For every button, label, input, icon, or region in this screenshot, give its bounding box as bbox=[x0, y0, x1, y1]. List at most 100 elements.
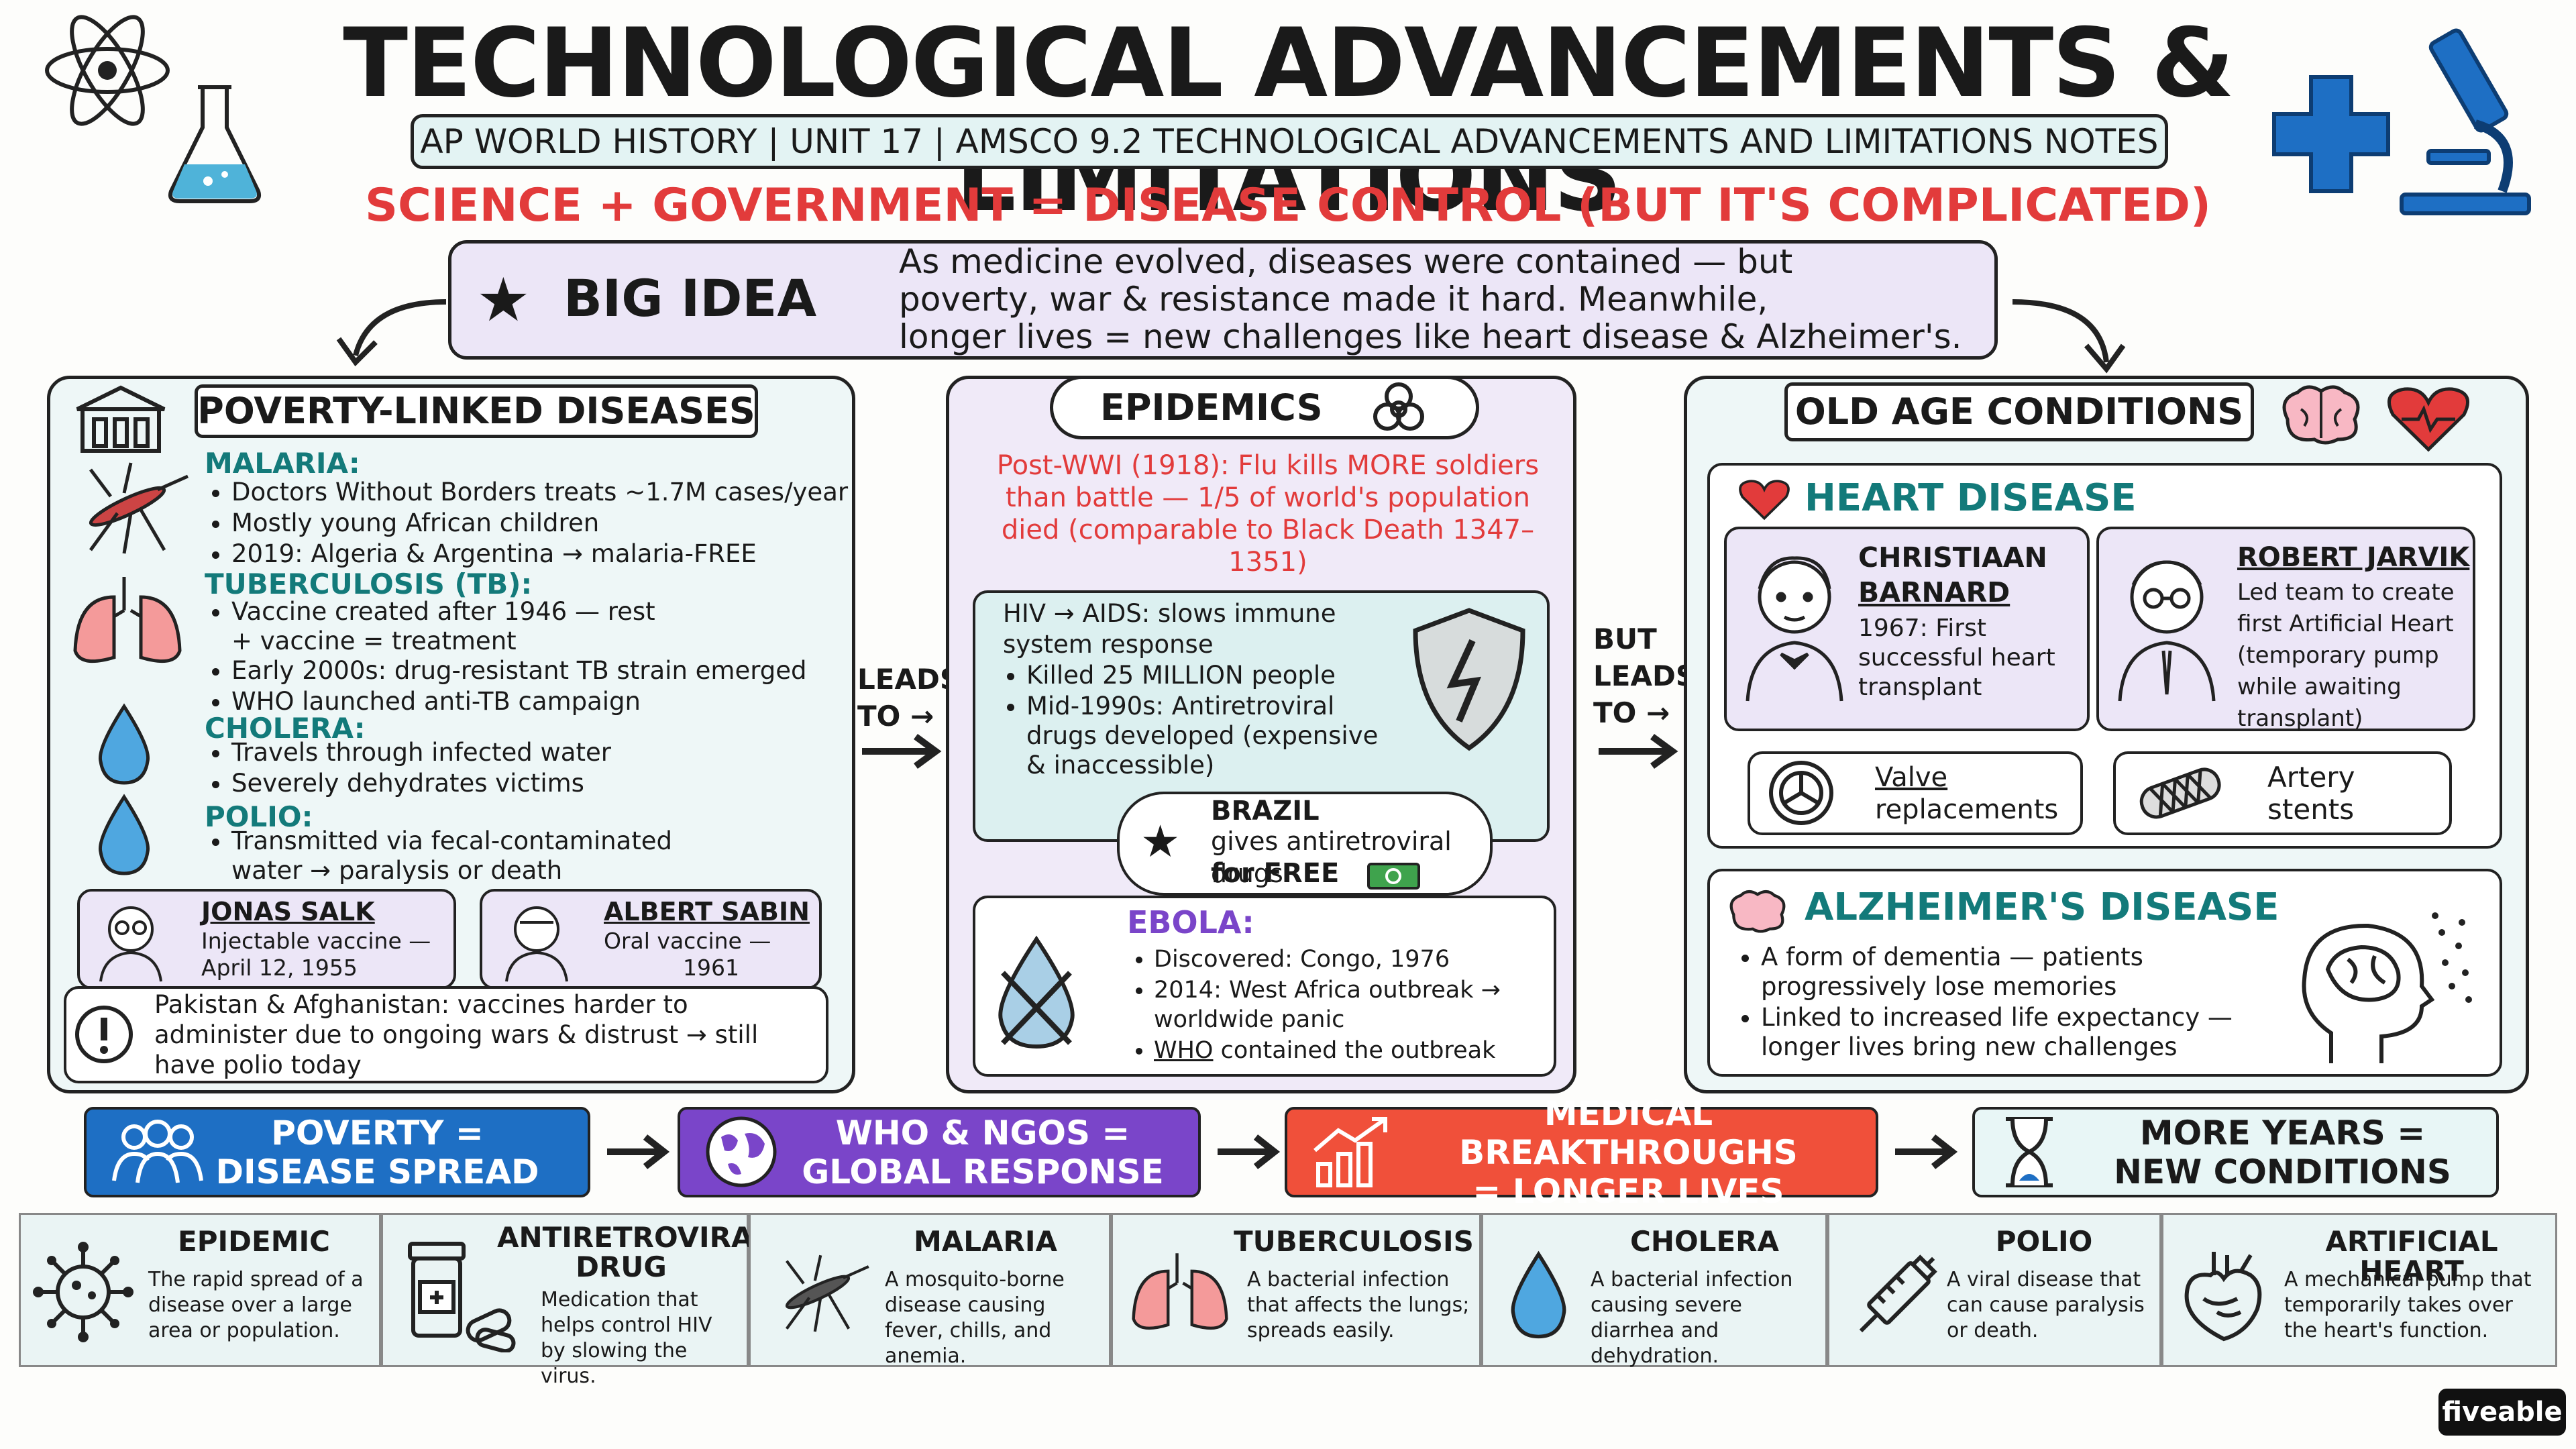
list-item: Doctors Without Borders treats ~1.7M cas… bbox=[231, 478, 849, 507]
list-item: Discovered: Congo, 1976 bbox=[1154, 945, 1550, 974]
avatar bbox=[1734, 537, 1855, 704]
biohazard-icon bbox=[1368, 379, 1429, 439]
brazil-text: gives antiretroviral drugs bbox=[1211, 826, 1452, 888]
cholera-bullets: Travels through infected water Severely … bbox=[205, 738, 849, 800]
ebola-bullets: Discovered: Congo, 1976 2014: West Afric… bbox=[1127, 945, 1550, 1067]
glossary-definition: A bacterial infection that affects the l… bbox=[1247, 1268, 1470, 1342]
brand-logo[interactable]: fiveable bbox=[2438, 1389, 2566, 1436]
syringe-icon bbox=[1846, 1242, 1947, 1349]
list-item: 2014: West Africa outbreak → worldwide p… bbox=[1154, 975, 1550, 1034]
arrow-right-icon bbox=[1595, 731, 1682, 771]
alzheimers-bullets: A form of dementia — patients progressiv… bbox=[1734, 943, 2257, 1063]
list-item: Mid-1990s: Antiretroviral drugs develope… bbox=[1026, 692, 1402, 780]
water-drop-icon bbox=[1500, 1248, 1577, 1342]
big-idea-box bbox=[448, 240, 1998, 360]
list-item: Transmitted via fecal-contaminated water… bbox=[231, 826, 741, 885]
microscope-icon bbox=[2388, 17, 2542, 218]
curved-arrow-left-icon bbox=[322, 288, 456, 369]
sabin-desc-2: 1961 bbox=[683, 955, 739, 981]
barnard-name-1: CHRISTIAAN bbox=[1858, 541, 2047, 574]
brazil-box bbox=[1117, 792, 1493, 896]
but-leads-to-line-1: BUT bbox=[1593, 623, 1657, 655]
sabin-desc-1: Oral vaccine — bbox=[604, 928, 771, 954]
salk-name: JONAS SALK bbox=[201, 897, 375, 926]
list-item: WHO contained the outbreak bbox=[1154, 1036, 1550, 1065]
tagline: SCIENCE + GOVERNMENT = DISEASE CONTROL (… bbox=[365, 179, 2211, 232]
mosquito-icon bbox=[764, 1248, 871, 1336]
glossary-term: TUBERCULOSIS bbox=[1234, 1225, 1474, 1258]
big-idea-line-2: poverty, war & resistance made it hard. … bbox=[899, 280, 1768, 319]
poverty-title: POVERTY-LINKED DISEASES bbox=[197, 390, 755, 432]
ebola-heading: EBOLA: bbox=[1127, 904, 1254, 941]
poverty-title-box bbox=[195, 384, 758, 438]
crossed-drop-icon bbox=[986, 932, 1087, 1053]
stent-icon bbox=[2130, 761, 2231, 825]
list-item: Vaccine created after 1946 — rest + vacc… bbox=[231, 597, 674, 656]
glossary-term: ANTIRETROVIRAL DRUG bbox=[497, 1221, 771, 1283]
glossary-card-artificial-heart: ARTIFICIAL HEART A mechanical pump that … bbox=[2161, 1213, 2557, 1367]
flow-line-1: POVERTY = bbox=[271, 1113, 484, 1152]
jarvik-desc: Led team to create first Artificial Hear… bbox=[2237, 579, 2455, 732]
who-link-text: WHO bbox=[1154, 1037, 1214, 1064]
list-item: Killed 25 MILLION people bbox=[1026, 661, 1402, 690]
list-item: Mostly young African children bbox=[231, 508, 849, 538]
subtitle-text: AP WORLD HISTORY | UNIT 17 | AMSCO 9.2 T… bbox=[420, 122, 2159, 161]
glossary-term: MALARIA bbox=[913, 1225, 1058, 1258]
big-idea-label: BIG IDEA bbox=[564, 268, 817, 328]
big-idea-line-3: longer lives = new challenges like heart… bbox=[899, 317, 1962, 356]
polio-heading: POLIO: bbox=[205, 800, 313, 833]
tb-heading: TUBERCULOSIS (TB): bbox=[205, 568, 533, 600]
jarvik-name: ROBERT JARVIK bbox=[2237, 542, 2470, 573]
warning-icon bbox=[72, 1003, 136, 1067]
valve-label-2: replacements bbox=[1875, 794, 2059, 825]
flu-text: Post-WWI (1918): Flu kills MORE soldiers… bbox=[996, 450, 1540, 578]
barnard-desc: 1967: First successful heart transplant bbox=[1858, 614, 2055, 701]
avatar bbox=[493, 896, 580, 983]
avatar bbox=[87, 896, 174, 983]
list-item: WHO launched anti-TB campaign bbox=[231, 687, 849, 716]
subtitle-banner bbox=[411, 114, 2168, 169]
malaria-heading: MALARIA: bbox=[205, 447, 360, 480]
salk-desc-2: April 12, 1955 bbox=[201, 955, 358, 981]
alzheimers-title: ALZHEIMER'S DISEASE bbox=[1805, 885, 2279, 929]
lungs-icon bbox=[67, 570, 188, 671]
atom-icon bbox=[40, 13, 174, 127]
glossary-definition: A viral disease that can cause paralysis… bbox=[1947, 1268, 2145, 1342]
chart-up-icon bbox=[1308, 1114, 1395, 1191]
building-icon bbox=[70, 382, 171, 456]
flow-line-2: NEW CONDITIONS bbox=[2114, 1152, 2451, 1191]
barnard-name-2: BARNARD bbox=[1858, 576, 2010, 608]
cholera-heading: CHOLERA: bbox=[205, 712, 366, 745]
avatar bbox=[2106, 537, 2227, 704]
lungs-icon bbox=[1126, 1245, 1234, 1339]
valve-icon bbox=[1764, 758, 1838, 828]
polio-warning-box bbox=[64, 986, 828, 1083]
glossary-definition: The rapid spread of a disease over a lar… bbox=[148, 1268, 364, 1342]
salk-desc-1: Injectable vaccine — bbox=[201, 928, 431, 954]
polio-warning-text: Pakistan & Afghanistan: vaccines harder … bbox=[154, 990, 759, 1079]
valve-label-1: Valve bbox=[1875, 762, 1948, 793]
virus-icon bbox=[33, 1242, 133, 1342]
shield-icon bbox=[1402, 604, 1536, 758]
tb-bullets: Vaccine created after 1946 — rest + vacc… bbox=[205, 597, 674, 657]
flow-line-1: WHO & NGOS = bbox=[835, 1113, 1130, 1152]
list-item: 2019: Algeria & Argentina → malaria-FREE bbox=[231, 539, 849, 569]
glossary-definition: A mechanical pump that temporarily takes… bbox=[2284, 1268, 2532, 1342]
water-drop-icon bbox=[91, 792, 158, 879]
glossary-card-polio: POLIO A viral disease that can cause par… bbox=[1827, 1213, 2161, 1367]
mosquito-icon bbox=[64, 456, 191, 557]
flask-icon bbox=[161, 80, 268, 208]
glossary-term: POLIO bbox=[1995, 1225, 2093, 1258]
hourglass-icon bbox=[1996, 1114, 2063, 1191]
list-item: Travels through infected water bbox=[231, 738, 849, 767]
old-age-title: OLD AGE CONDITIONS bbox=[1794, 390, 2244, 433]
list-item: A form of dementia — patients progressiv… bbox=[1761, 943, 2257, 1002]
brain-icon bbox=[1724, 884, 1791, 938]
list-item: Linked to increased life expectancy — lo… bbox=[1761, 1003, 2257, 1062]
alzheimers-box bbox=[1707, 869, 2502, 1077]
star-icon: ★ bbox=[476, 265, 531, 335]
star-icon: ★ bbox=[1140, 816, 1181, 867]
glossary-card-epidemic: EPIDEMIC The rapid spread of a disease o… bbox=[19, 1213, 381, 1367]
glossary-card-tb: TUBERCULOSIS A bacterial infection that … bbox=[1111, 1213, 1481, 1367]
arrow-right-icon bbox=[859, 731, 946, 771]
